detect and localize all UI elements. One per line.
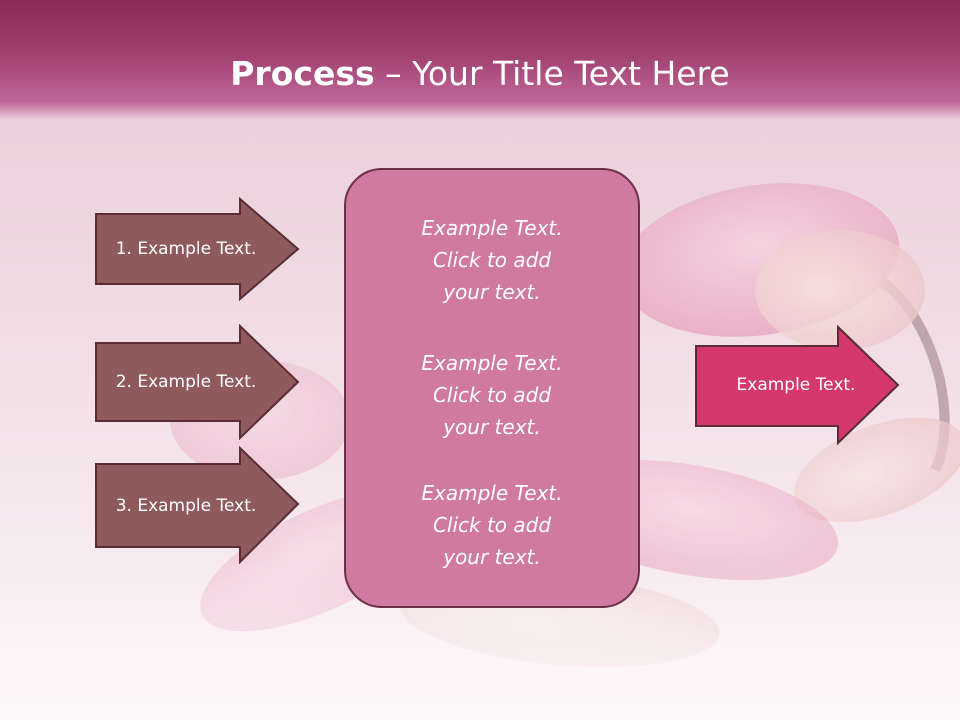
center-text-box[interactable] [344,168,640,608]
title-bold-text: Process [230,54,375,93]
title-bar [0,0,960,120]
slide-title[interactable]: Process – Your Title Text Here [0,54,960,94]
left-arrow-1[interactable] [94,197,300,301]
paragraph-line: your text. [443,415,541,439]
paragraph-line: your text. [443,280,541,304]
left-arrow-3-label: 3. Example Text. [115,495,257,516]
center-paragraph-3: Example Text. Click to add your text. [344,477,640,573]
left-arrow-1-label: 1. Example Text. [115,239,257,259]
right-arrow[interactable] [694,325,900,445]
left-arrow-3[interactable] [94,446,300,564]
paragraph-line: Example Text. [421,351,563,375]
paragraph-line: Click to add [432,513,552,537]
title-rest-text: – Your Title Text Here [374,54,730,93]
paragraph-line: your text. [443,545,541,569]
paragraph-line: Example Text. [421,216,563,240]
center-paragraph-1: Example Text. Click to add your text. [344,212,640,308]
left-arrow-2[interactable] [94,324,300,440]
paragraph-line: Example Text. [421,481,563,505]
center-paragraph-2: Example Text. Click to add your text. [344,347,640,443]
paragraph-line: Click to add [432,383,552,407]
right-arrow-label: Example Text. [736,375,856,395]
paragraph-line: Click to add [432,248,552,272]
left-arrow-2-label: 2. Example Text. [115,372,257,392]
